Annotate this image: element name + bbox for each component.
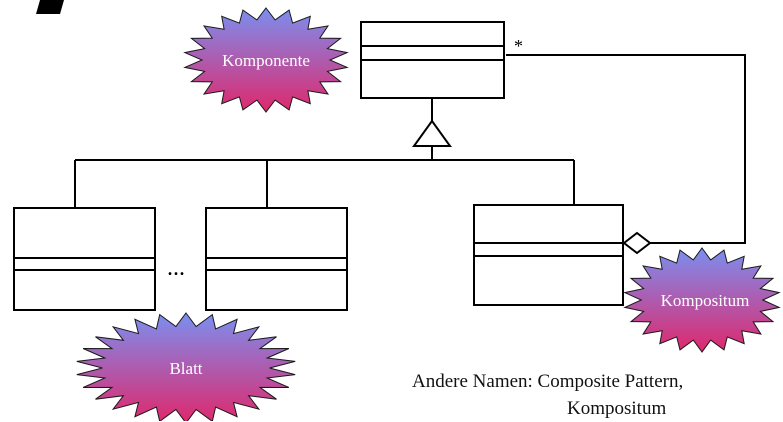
burst-blatt-label: Blatt — [169, 359, 202, 378]
other-names-line-2: Kompositum — [567, 398, 667, 419]
aggregation-line — [506, 54, 746, 244]
aggregation-diamond-icon — [622, 231, 652, 255]
burst-komponente-label: Komponente — [222, 51, 310, 70]
multiplicity-label: * — [514, 36, 523, 56]
title-fragment — [36, 0, 64, 14]
leaf-class-box-1[interactable] — [13, 207, 156, 311]
leaf-class-box-2[interactable] — [205, 207, 348, 311]
other-names-line-1: Andere Namen: Composite Pattern, — [412, 371, 684, 392]
inheritance-triangle-icon — [412, 119, 452, 147]
burst-kompositum: Kompositum — [623, 247, 781, 353]
component-class-box[interactable] — [360, 21, 505, 99]
ellipsis-label: ... — [167, 255, 185, 281]
composite-class-box[interactable] — [473, 204, 624, 306]
burst-kompositum-label: Kompositum — [661, 291, 750, 310]
burst-komponente: Komponente — [183, 7, 349, 113]
burst-blatt: Blatt — [76, 312, 296, 421]
other-names-note: Andere Namen: Composite Pattern, Komposi… — [412, 368, 742, 422]
